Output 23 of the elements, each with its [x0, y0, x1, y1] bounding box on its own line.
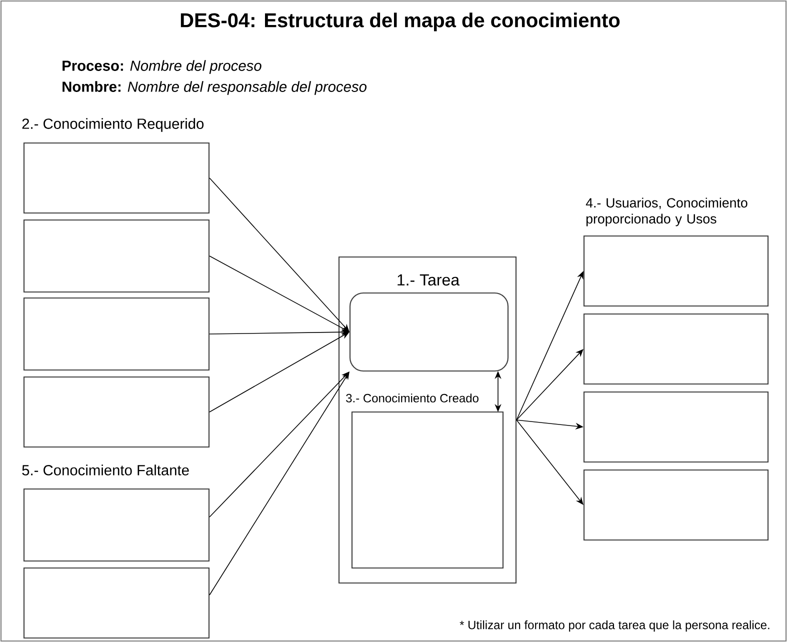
form-box: 3.- Conocimiento Creado — [346, 394, 504, 569]
form-box — [23, 219, 210, 293]
arrow — [516, 349, 584, 420]
form-box — [23, 376, 210, 448]
form-box — [23, 142, 210, 214]
proceso-line: Proceso: Nombre del proceso — [62, 60, 262, 74]
form-box — [583, 469, 769, 541]
arrow — [209, 178, 350, 332]
footnote: * Utilizar un formato por cada tarea que la persona realice. — [460, 620, 770, 632]
arrow — [209, 372, 350, 518]
title: DES-04: Estructura del mapa de conocimiento — [180, 12, 620, 32]
form-box — [583, 235, 769, 307]
section-heading: 5.- Conocimiento Faltante — [22, 464, 189, 476]
arrow — [516, 420, 584, 505]
node-label: 1.- Tarea — [398, 274, 460, 286]
task-box: 1.- Tarea — [349, 274, 509, 372]
nombre-line: Nombre: Nombre del responsable del proceso — [62, 81, 367, 95]
form-box — [583, 391, 769, 463]
form-box — [23, 297, 210, 371]
form-box — [583, 313, 769, 385]
form-box — [23, 488, 210, 562]
node-label: 3.- Conocimiento Creado — [346, 394, 478, 402]
form-box — [23, 567, 210, 639]
